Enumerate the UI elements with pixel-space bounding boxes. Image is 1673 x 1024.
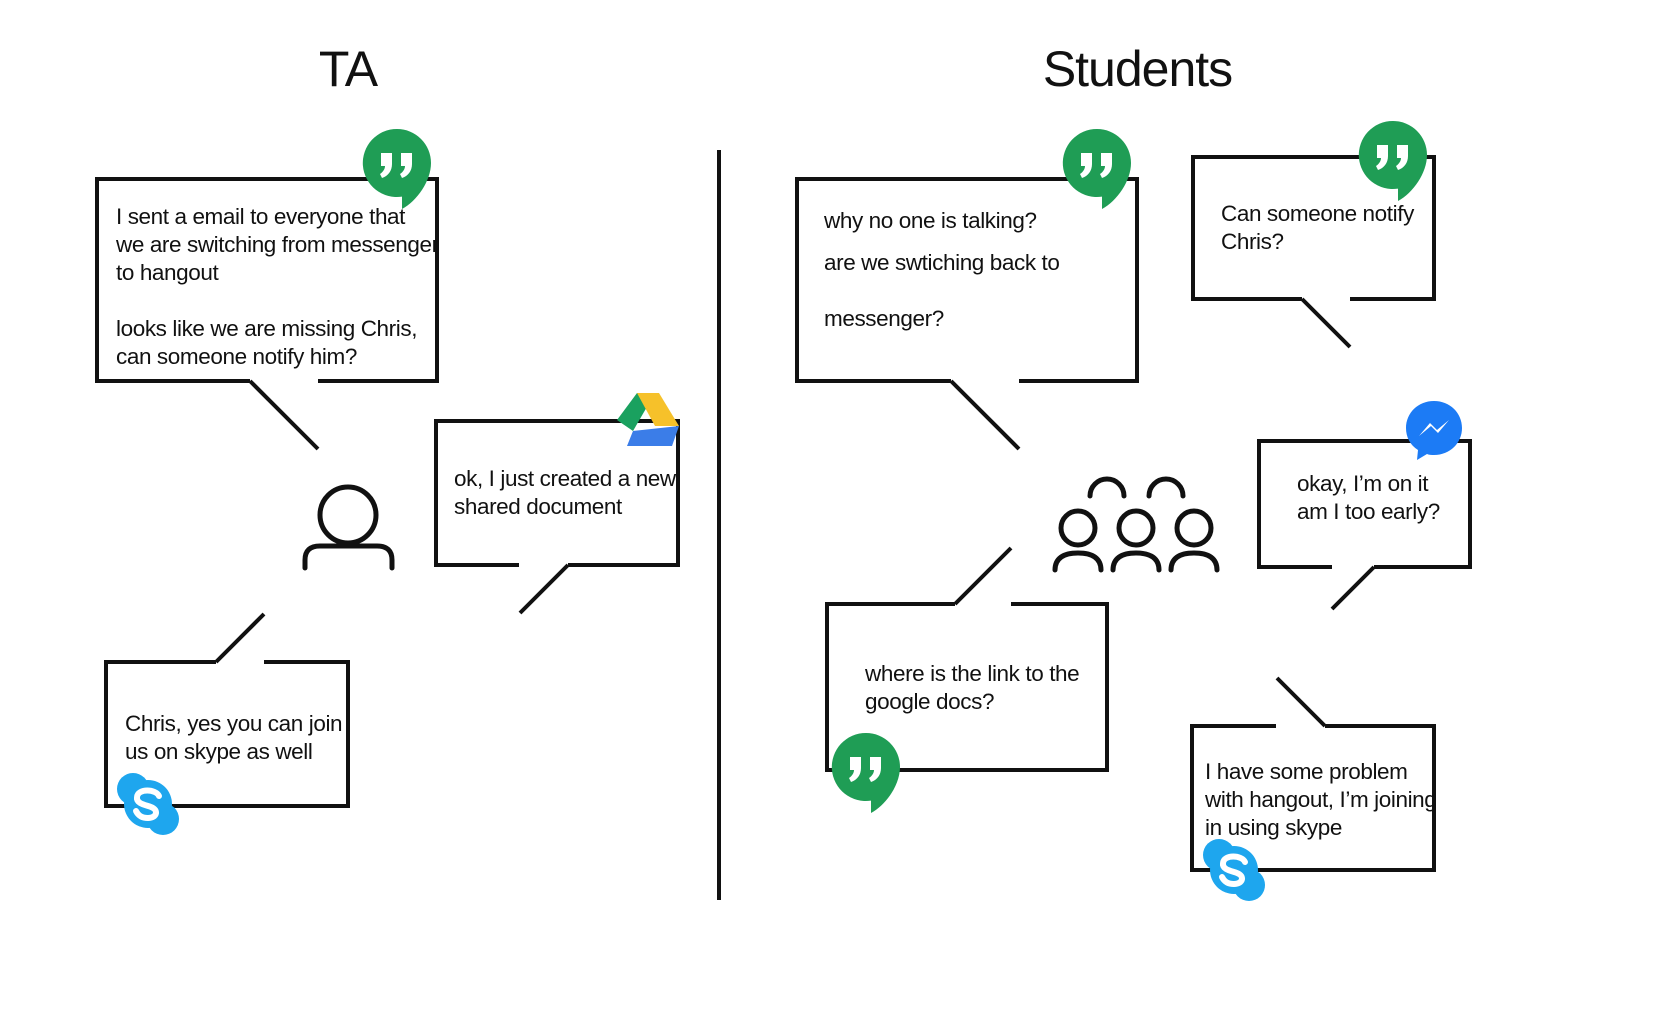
- student-bubble-early-text: okay, I’m on it am I too early?: [1297, 470, 1440, 526]
- hangouts-icon: [1062, 128, 1131, 209]
- student-bubble-notify-text: Can someone notify Chris?: [1221, 200, 1414, 256]
- bubble-line: to hangout: [116, 260, 219, 285]
- ta-bubble-email-tail: [248, 379, 320, 451]
- ta-bubble-email-text: I sent a email to everyone that we are s…: [116, 203, 439, 371]
- person-icon: [302, 484, 395, 571]
- bubble-line: us on skype as well: [125, 739, 313, 764]
- bubble-line: in using skype: [1205, 815, 1342, 840]
- ta-bubble-doc-text: ok, I just created a new shared document: [454, 465, 676, 521]
- ta-bubble-email-frame: [95, 177, 439, 383]
- student-bubble-link-text: where is the link to the google docs?: [865, 660, 1080, 716]
- bubble-line: where is the link to the: [865, 661, 1080, 686]
- google-drive-icon: [617, 393, 679, 446]
- student-bubble-early-frame: [1257, 439, 1472, 569]
- student-bubble-link-frame: [825, 602, 1109, 772]
- bubble-line: okay, I’m on it: [1297, 471, 1429, 496]
- bubble-line: looks like we are missing Chris,: [116, 316, 418, 341]
- student-bubble-early-tail: [1330, 565, 1376, 611]
- student-bubble-problem-tail: [1275, 676, 1327, 728]
- ta-bubble-skype-tail: [214, 612, 266, 664]
- student-bubble-notify-frame: [1191, 155, 1436, 301]
- bubble-line: Chris, yes you can join: [125, 711, 343, 736]
- ta-bubble-doc-tail: [518, 563, 570, 615]
- skype-icon: [117, 773, 179, 835]
- hangouts-icon: [831, 732, 900, 813]
- bubble-line: Chris?: [1221, 229, 1284, 254]
- bubble-line: with hangout, I’m joining: [1205, 787, 1437, 812]
- student-bubble-problem-text: I have some problem with hangout, I’m jo…: [1205, 758, 1437, 842]
- bubble-line: I sent a email to everyone that: [116, 204, 406, 229]
- group-icon: [1052, 476, 1220, 573]
- bubble-line: we are switching from messenger: [116, 232, 439, 257]
- student-bubble-problem-frame: [1190, 724, 1436, 872]
- bubble-line: I have some problem: [1205, 759, 1408, 784]
- bubble-line: messenger?: [824, 306, 944, 331]
- student-bubble-talking-text: why no one is talking? are we swtiching …: [824, 207, 1060, 347]
- messenger-icon: [1406, 401, 1462, 460]
- ta-bubble-skype-text: Chris, yes you can join us on skype as w…: [125, 710, 343, 766]
- skype-icon: [1203, 839, 1265, 901]
- bubble-line: why no one is talking?: [824, 208, 1037, 233]
- ta-bubble-doc-frame: [434, 419, 680, 567]
- bubble-line: are we swtiching back to: [824, 250, 1060, 275]
- ta-heading: TA: [318, 41, 378, 97]
- student-bubble-notify-tail: [1300, 297, 1352, 349]
- bubble-line: am I too early?: [1297, 499, 1440, 524]
- student-bubble-talking-frame: [795, 177, 1139, 383]
- bubble-line: can someone notify him?: [116, 344, 357, 369]
- hangouts-icon: [1358, 120, 1427, 201]
- ta-bubble-skype-frame: [104, 660, 350, 808]
- student-bubble-link-tail: [953, 546, 1013, 606]
- students-heading: Students: [1042, 41, 1233, 97]
- student-bubble-talking-tail: [949, 379, 1021, 451]
- bubble-line: google docs?: [865, 689, 995, 714]
- bubble-line: Can someone notify: [1221, 201, 1414, 226]
- bubble-line: ok, I just created a new: [454, 466, 676, 491]
- hangouts-icon: [362, 128, 431, 209]
- bubble-line: shared document: [454, 494, 622, 519]
